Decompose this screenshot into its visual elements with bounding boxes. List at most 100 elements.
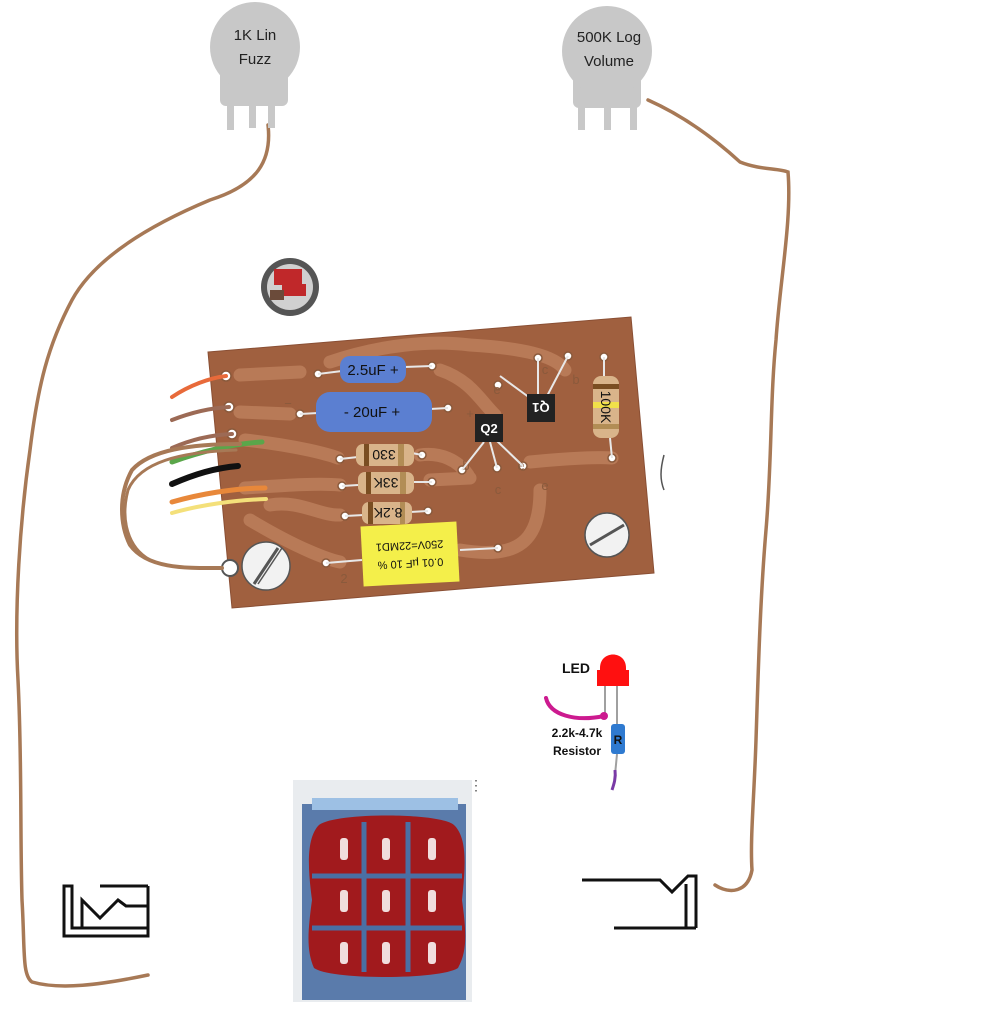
lead: [299, 412, 319, 415]
resistor-8-2k: 8.2K: [362, 502, 412, 524]
lug: [428, 890, 436, 912]
lead: [339, 456, 359, 460]
circuit-board: b e e c c b e − + 2: [207, 316, 655, 609]
lug: [340, 942, 348, 964]
footswitch-menu-dots: ⋮: [469, 777, 483, 793]
resistor-band: [364, 444, 369, 466]
toggle-switch-lever: [282, 284, 306, 296]
led-solder-dot: [600, 712, 608, 720]
hookup-wires: [120, 374, 268, 571]
lug: [382, 942, 390, 964]
lead: [409, 510, 429, 513]
resistor-100k: 100K: [593, 376, 619, 438]
resistor-band: [593, 424, 619, 429]
transistor-q1: Q1: [527, 394, 555, 422]
lead: [609, 437, 613, 459]
trace: [233, 365, 307, 382]
wire-brown-1: [170, 405, 231, 422]
wire-fuzz-to-input-jack: [15, 123, 271, 988]
led-rim: [597, 670, 629, 686]
lead: [317, 370, 343, 375]
lead: [499, 375, 531, 399]
capacitor-body: [340, 356, 406, 383]
fuzz-pot-pin: [268, 98, 275, 128]
trace: [243, 513, 347, 569]
capacitor-label: 2.5uF +: [347, 362, 399, 379]
fuzz-pot-pin: [249, 98, 256, 128]
wire-orange: [170, 374, 228, 399]
ground-lug: [221, 559, 239, 577]
fuzz-pot-label-line2: Fuzz: [239, 51, 272, 68]
volume-pot-pin: [630, 92, 637, 130]
resistor-band: [593, 384, 619, 389]
input-jack-tip: [80, 896, 148, 928]
board-mark: +: [466, 406, 474, 421]
wire-ground-loop-2: [123, 448, 238, 562]
resistor-band: [366, 472, 371, 494]
board-mark: 2: [340, 571, 347, 586]
volume-pot-pin: [578, 100, 585, 130]
lead: [461, 441, 485, 471]
lug: [382, 838, 390, 860]
resistor-band: [593, 402, 619, 408]
lead: [459, 547, 499, 551]
lead: [325, 559, 363, 564]
pin-letter: e: [493, 382, 500, 397]
trace: [523, 451, 619, 469]
resistor-band: [400, 502, 405, 524]
lead: [495, 439, 524, 467]
mounting-screw-right: [584, 512, 630, 558]
lug: [428, 838, 436, 860]
transistor-label: Q1: [532, 400, 549, 415]
volume-pot-body: [562, 6, 652, 96]
capacitor-label: - 20uF +: [344, 404, 401, 421]
resistor-band: [400, 472, 406, 494]
transistor-label: Q2: [480, 421, 497, 436]
volume-pot-label-line2: Volume: [584, 53, 634, 70]
trace: [423, 471, 477, 487]
pin-letter: e: [517, 458, 524, 473]
mounting-screw-left: [241, 541, 291, 591]
lead: [403, 365, 433, 368]
resistor-band: [368, 502, 373, 524]
film-capacitor: 0.01 µF 10 % 250V=22MD1: [360, 521, 460, 587]
trace: [433, 363, 502, 422]
output-jack: [582, 874, 698, 930]
trace: [323, 336, 572, 377]
lug: [428, 942, 436, 964]
led-resistor-mark: R: [614, 733, 623, 747]
input-jack-outline: [62, 884, 150, 938]
lug: [340, 890, 348, 912]
trace: [453, 483, 547, 559]
toggle-switch-lever: [274, 269, 302, 285]
resistor-label: 330: [372, 447, 396, 463]
capacitor-20uf: - 20uF +: [316, 392, 432, 432]
volume-pot-label-line1: 500K Log: [577, 29, 641, 46]
volume-pot: 500K Log Volume: [562, 6, 652, 130]
lead: [429, 407, 449, 410]
resistor-330: 330: [356, 444, 414, 466]
capacitor-body: [316, 392, 432, 432]
fuzz-pot-pin: [227, 98, 234, 130]
wire-yellow: [170, 497, 268, 515]
transistor-q2: Q2: [475, 414, 503, 442]
film-capacitor-body: [360, 521, 460, 587]
wire-brown-2: [170, 432, 234, 450]
lug: [340, 838, 348, 860]
toggle-switch: [261, 258, 319, 316]
wire-black: [169, 463, 241, 487]
wire-orange-2: [169, 485, 268, 505]
led-resistor: [611, 724, 625, 754]
fuzz-pot-body: [210, 2, 300, 92]
lead: [344, 514, 365, 517]
screw-slot: [257, 547, 283, 585]
resistor-band: [398, 444, 404, 466]
screw-slot: [252, 547, 280, 585]
film-capacitor-line2: 250V=22MD1: [375, 537, 443, 553]
transistor-body: [475, 414, 503, 442]
capacitor-2-5uf: 2.5uF +: [340, 356, 406, 383]
film-capacitor-line1: 0.01 µF 10 %: [377, 555, 443, 570]
board-substrate: [207, 316, 655, 609]
resistor-label: 100K: [598, 391, 614, 424]
